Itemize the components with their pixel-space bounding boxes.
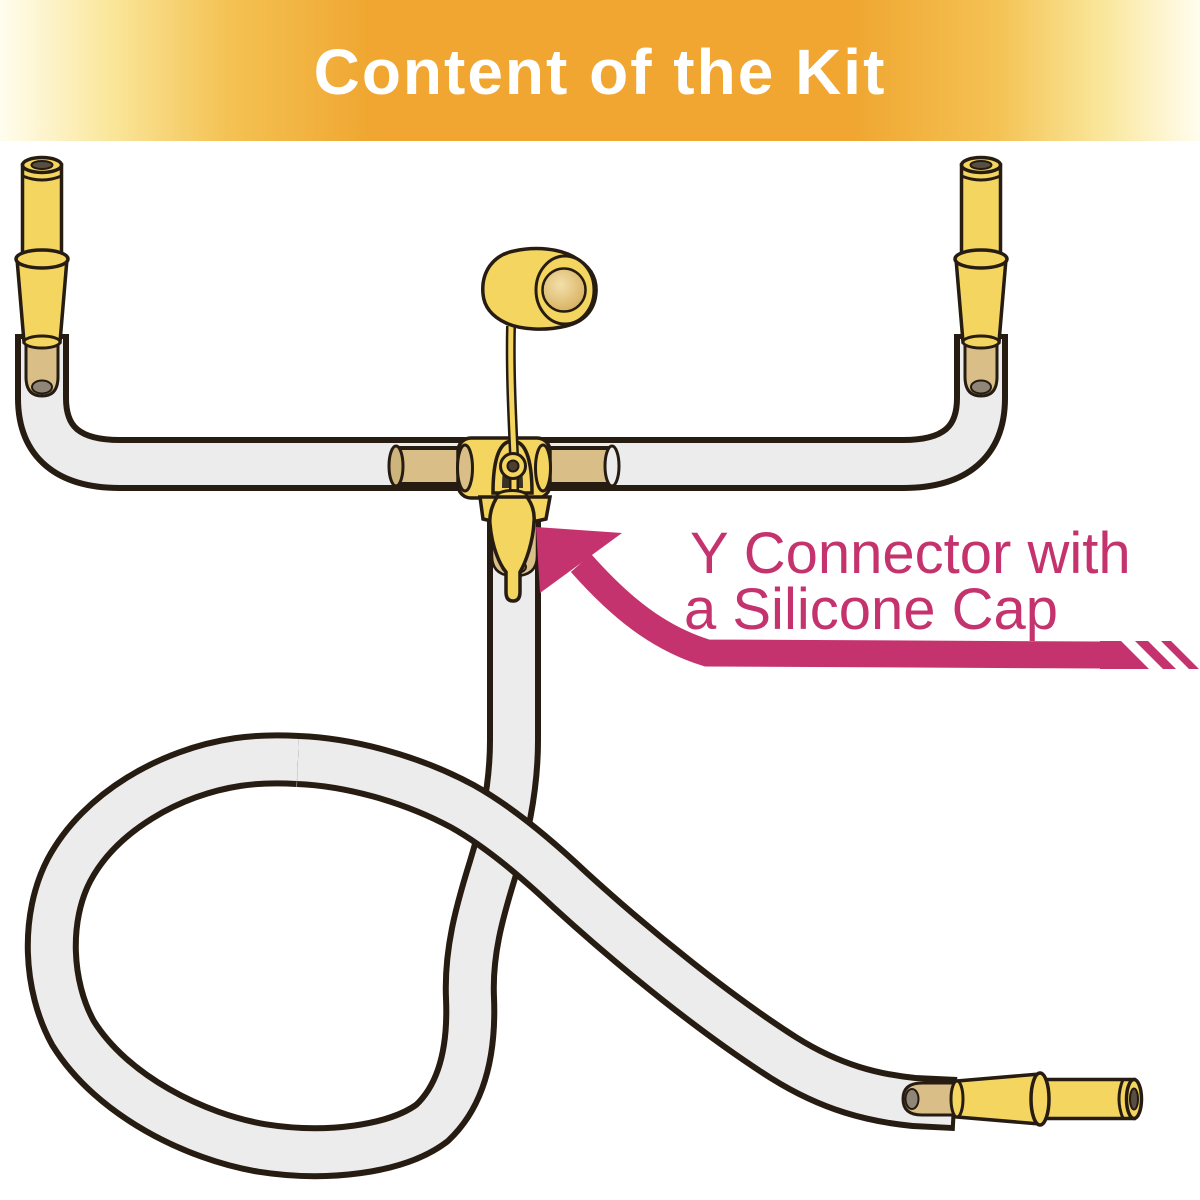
callout-arrow-band-end <box>1100 641 1149 669</box>
tube-opening-right <box>603 444 621 488</box>
cap-tether <box>508 325 517 500</box>
tube-loop <box>30 502 535 1174</box>
callout-arrow-shaft <box>570 554 1103 669</box>
page-title: Content of the Kit <box>313 35 887 108</box>
callout-slash-2 <box>1161 641 1199 669</box>
callout-arrowhead <box>536 527 622 593</box>
callout-label-line1: Y Connector with <box>690 521 1131 586</box>
tube-opening-left <box>387 444 405 488</box>
callout-slash-1 <box>1135 641 1176 669</box>
callout-label-line2: a Silicone Cap <box>684 577 1058 642</box>
callout-arrow <box>536 527 1199 669</box>
y-connector-left-port <box>456 443 474 493</box>
tube-tail <box>296 739 954 1125</box>
silicone-cap <box>481 246 598 331</box>
cap-plug <box>488 495 536 603</box>
title-banner: Content of the Kit <box>0 0 1200 141</box>
y-connector <box>456 325 553 603</box>
silicone-cap-opening <box>541 267 587 313</box>
y-connector-right-port <box>534 443 552 493</box>
tether-ring-hole <box>506 459 520 473</box>
